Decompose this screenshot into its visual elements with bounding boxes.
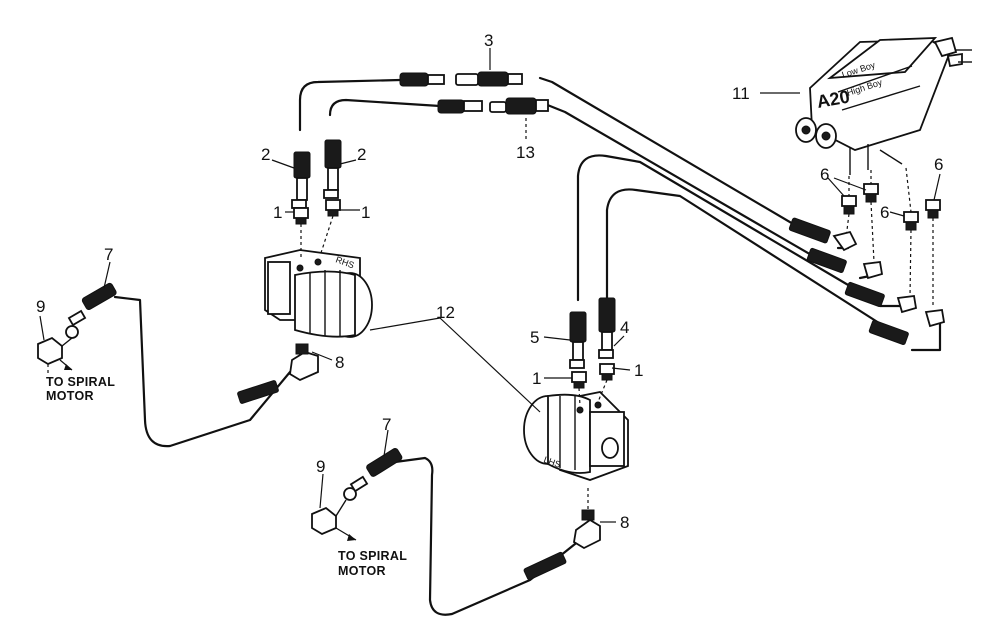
fitting-5	[569, 311, 587, 369]
callout-9-upper: 9	[36, 297, 45, 316]
callout-1-lower-right: 1	[634, 361, 643, 380]
elbow-8-lower	[573, 488, 601, 550]
callout-numbers: 3 2 2 1 1 13 11 6 6 6 7 9 8 12 5 4 1 1 8…	[36, 31, 943, 532]
fitting-2-right	[323, 139, 342, 199]
callout-2-right: 2	[357, 145, 366, 164]
tee-9-lower	[311, 487, 357, 541]
connector-13	[437, 97, 549, 115]
hose-7-lower	[349, 448, 403, 493]
callout-1-upper-right: 1	[361, 203, 370, 222]
adapter-1-upper-left	[293, 207, 309, 258]
callout-5: 5	[530, 328, 539, 347]
right-hose-ends	[788, 217, 946, 346]
callout-7-lower: 7	[382, 415, 391, 434]
motor-lhs: LHS	[523, 391, 629, 481]
spiral-motor-note-upper: TO SPIRAL MOTOR	[46, 375, 115, 403]
connector-3	[399, 71, 523, 87]
note-motor-upper: MOTOR	[46, 389, 94, 403]
adapter-1-lower-right	[597, 363, 615, 403]
hose-crimp-left	[237, 380, 279, 404]
callout-3: 3	[484, 31, 493, 50]
callout-8-upper: 8	[335, 353, 344, 372]
dashed-leaders-right	[845, 201, 912, 297]
hose-crimp-lower	[523, 551, 567, 581]
fitting-6-b	[863, 170, 879, 203]
note-to-spiral-lower: TO SPIRAL	[338, 549, 407, 563]
leader-lines	[39, 48, 941, 523]
tee-9-upper	[37, 325, 79, 374]
callout-9-lower: 9	[316, 457, 325, 476]
spiral-motor-note-lower: TO SPIRAL MOTOR	[338, 549, 407, 578]
callout-11: 11	[732, 84, 750, 103]
fitting-2-left	[291, 151, 311, 209]
callout-1-lower-left: 1	[532, 369, 541, 388]
callout-13: 13	[516, 143, 535, 162]
hose-7-upper	[67, 282, 117, 327]
callout-7-upper: 7	[104, 245, 113, 264]
callout-6-right: 6	[934, 155, 943, 174]
callout-6-left: 6	[820, 165, 829, 184]
control-valve: Low Boy High Boy A20	[795, 36, 972, 175]
callout-12: 12	[436, 303, 455, 322]
note-to-spiral-upper: TO SPIRAL	[46, 375, 115, 389]
callout-1-upper-left: 1	[273, 203, 282, 222]
adapter-1-upper-right	[319, 199, 341, 257]
callout-6-middle: 6	[880, 203, 889, 222]
note-motor-lower: MOTOR	[338, 564, 386, 578]
hose-lines	[113, 76, 942, 616]
fitting-6-c	[903, 167, 919, 231]
fitting-6-d	[925, 199, 941, 308]
elbow-8-upper	[289, 343, 319, 382]
motor-rhs: RHS	[264, 249, 373, 338]
fitting-4	[598, 297, 616, 359]
callout-4: 4	[620, 318, 629, 337]
callout-2-left: 2	[261, 145, 270, 164]
callout-8-lower: 8	[620, 513, 629, 532]
adapter-1-lower-left	[571, 371, 587, 407]
